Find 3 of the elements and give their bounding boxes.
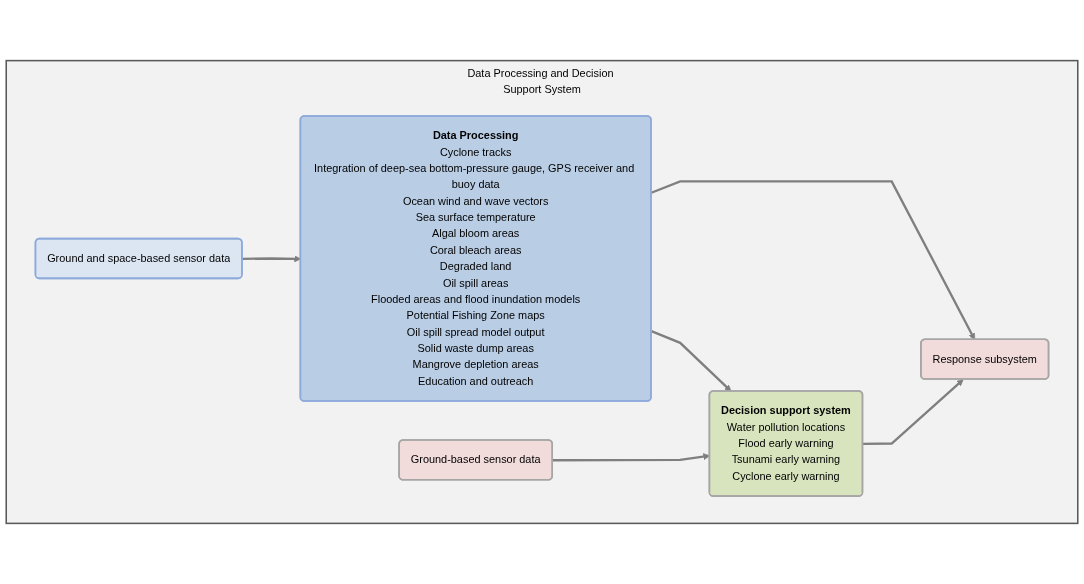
arrow bbox=[650, 330, 732, 392]
arrow bbox=[862, 379, 964, 446]
arrow bbox=[650, 180, 976, 341]
